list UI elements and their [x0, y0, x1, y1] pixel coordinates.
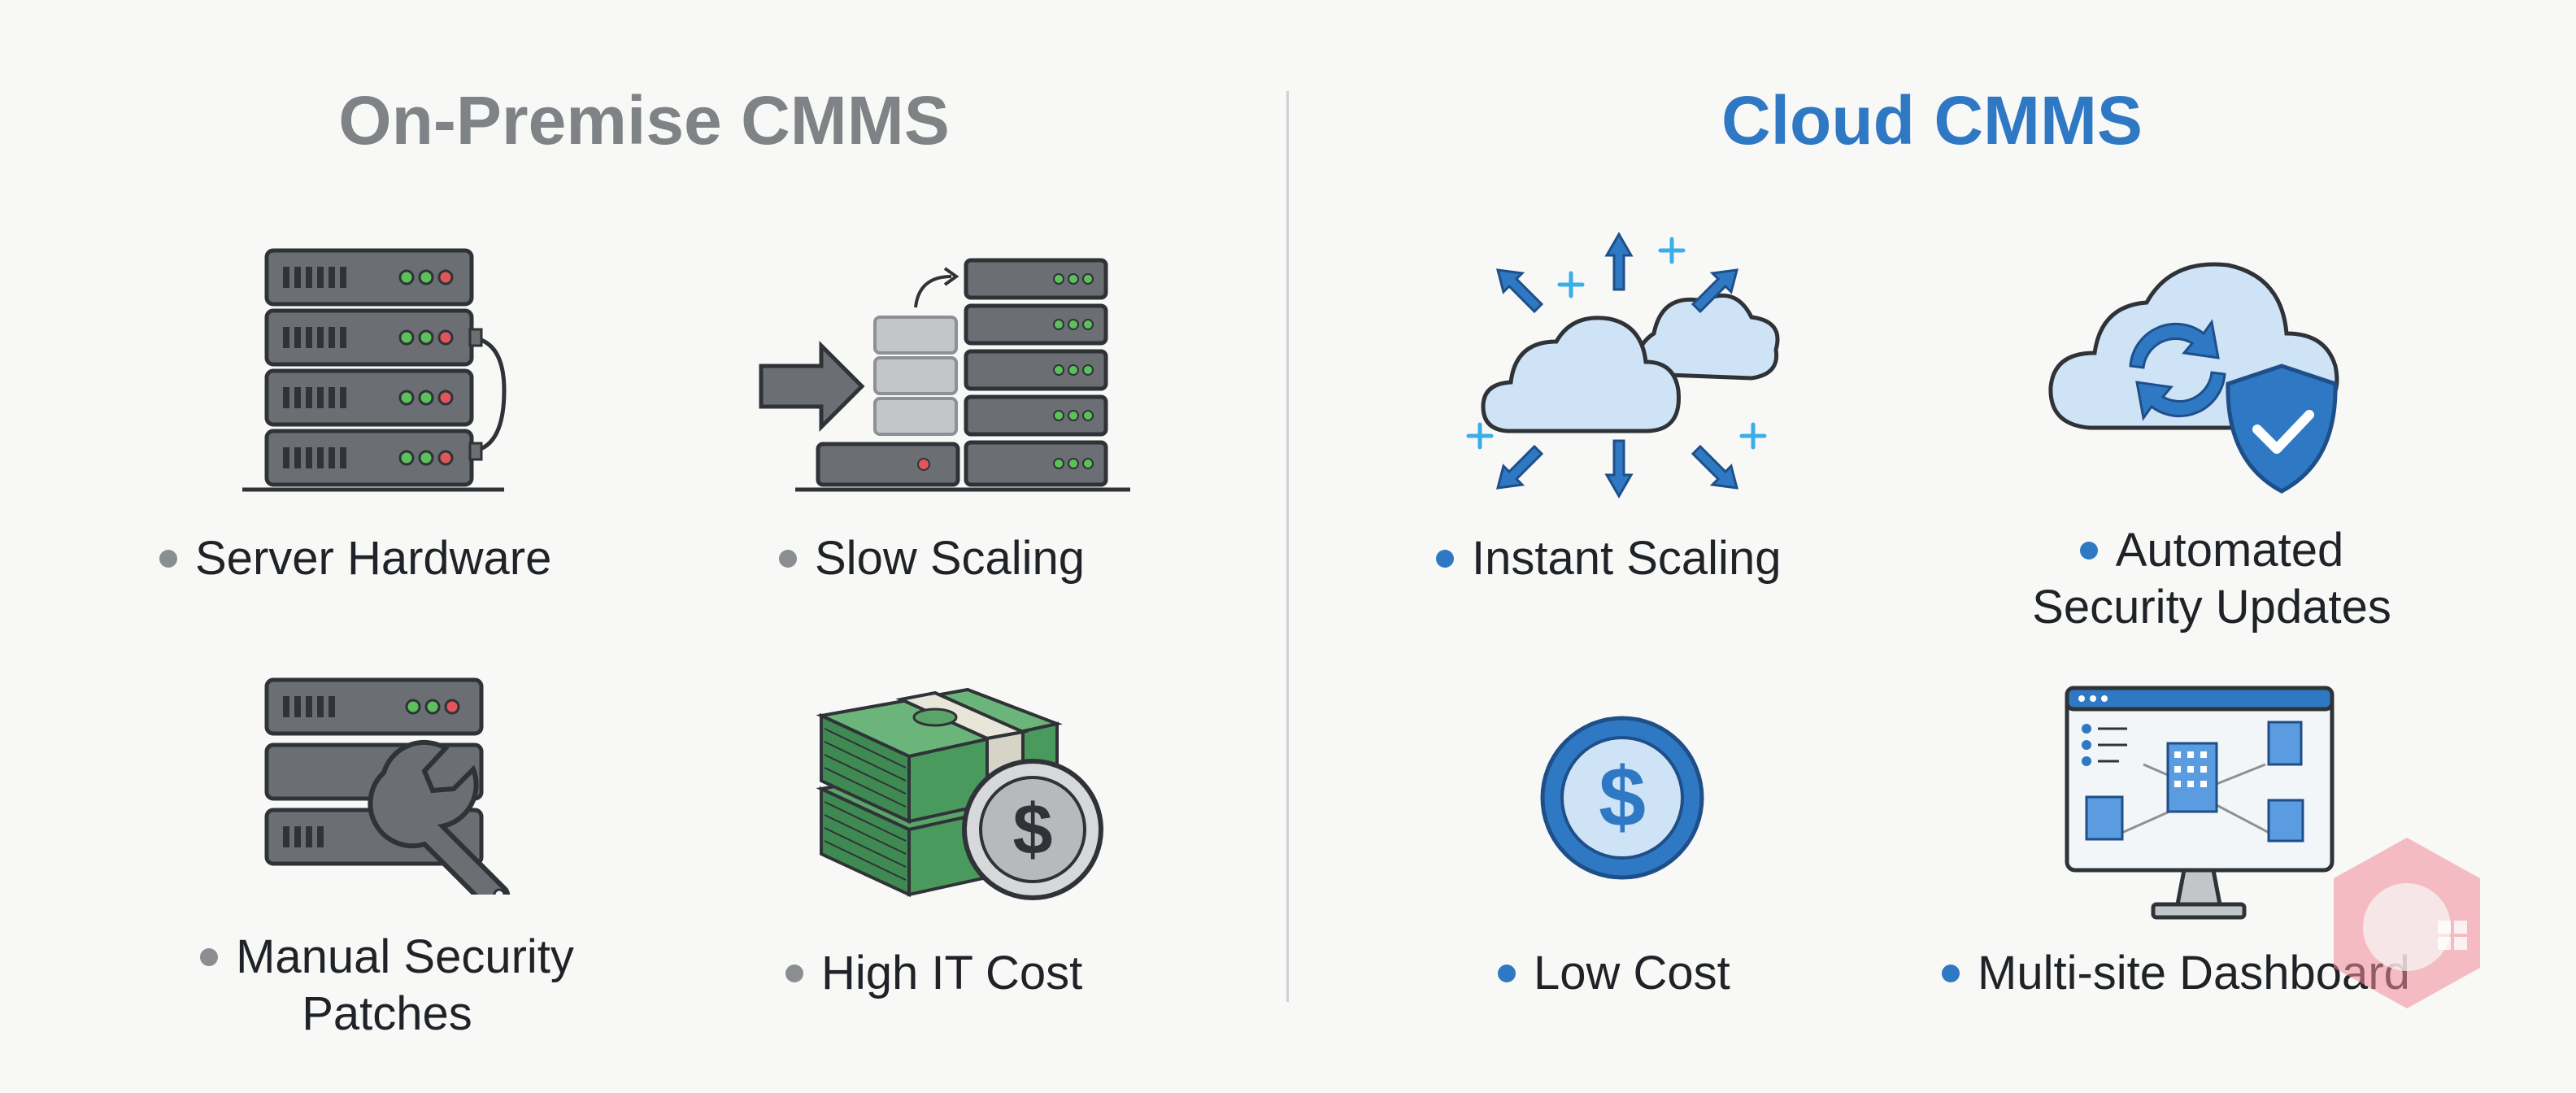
watermark-logo-icon — [2334, 838, 2480, 1008]
bullet-icon — [1498, 964, 1516, 982]
money-stack-icon: $ — [816, 687, 1103, 900]
high-it-cost-label: High IT Cost — [785, 945, 1082, 1002]
low-cost-label: Low Cost — [1498, 945, 1730, 1002]
server-hardware-label: Server Hardware — [159, 530, 551, 587]
bullet-icon — [779, 549, 797, 568]
cloud-scaling-icon — [1466, 231, 1780, 499]
bullet-icon — [1436, 549, 1454, 568]
automated-security-updates-label: Automated Security Updates — [2032, 524, 2391, 634]
server-rack-icon — [242, 244, 507, 492]
manual-security-patches-label: Manual Security Patches — [168, 929, 607, 1043]
dashboard-monitor-icon — [2065, 686, 2334, 920]
bullet-icon — [2079, 541, 2098, 560]
bullet-icon — [785, 964, 803, 982]
bullet-icon — [200, 947, 219, 966]
server-wrench-icon — [264, 677, 511, 895]
cloud-shield-icon — [2048, 262, 2339, 494]
svg-text:$: $ — [1013, 789, 1053, 869]
bullet-icon — [1942, 964, 1960, 982]
dollar-coin-icon: $ — [1540, 716, 1704, 880]
cloud-title: Cloud CMMS — [1721, 82, 2143, 159]
center-divider — [1286, 91, 1289, 1002]
on-premise-title: On-Premise CMMS — [338, 82, 950, 159]
slow-scaling-label: Slow Scaling — [779, 530, 1085, 587]
instant-scaling-label: Instant Scaling — [1436, 530, 1781, 587]
slow-scaling-icon — [759, 258, 1130, 492]
bullet-icon — [159, 549, 177, 568]
svg-text:$: $ — [1599, 751, 1646, 845]
